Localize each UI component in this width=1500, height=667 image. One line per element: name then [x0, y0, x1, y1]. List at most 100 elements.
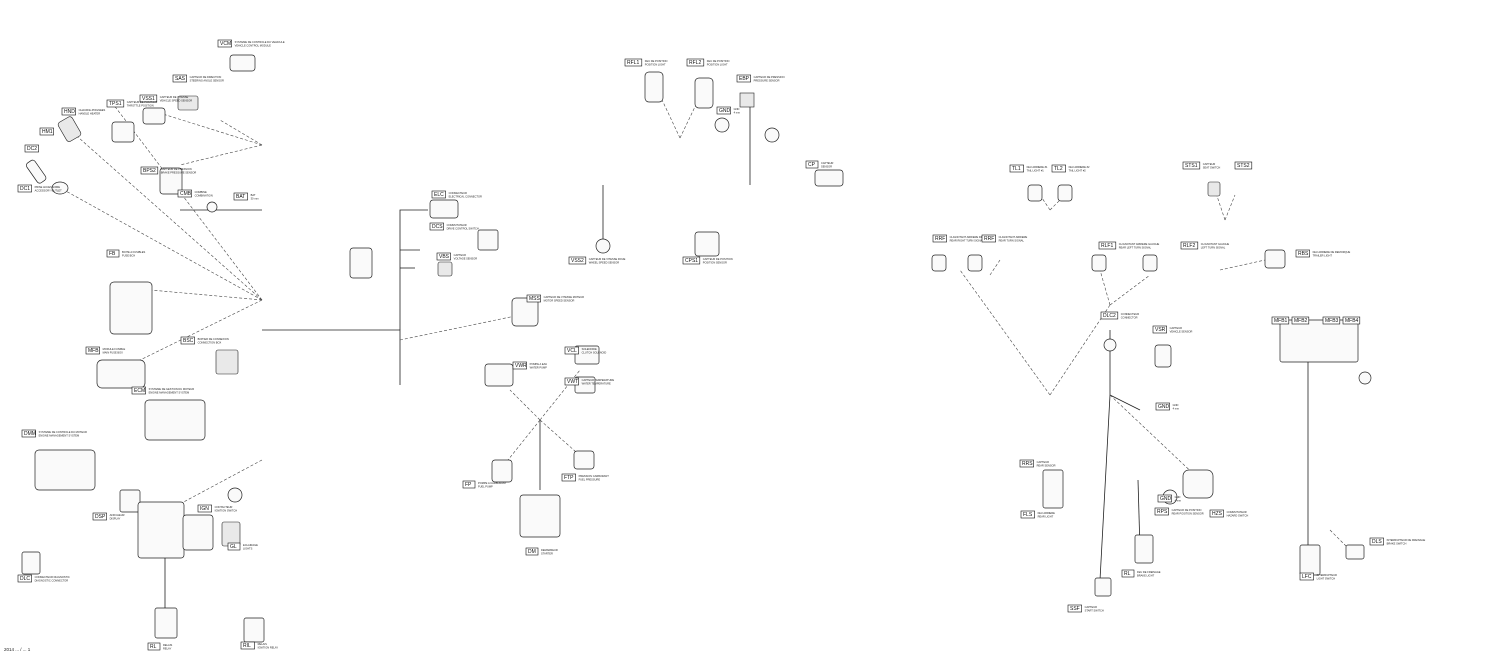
component-code-box	[197, 504, 212, 513]
component-code: GND	[1160, 496, 1172, 502]
component-caption: 4 mm	[734, 110, 740, 114]
component-code: SSF	[1070, 606, 1080, 612]
component-code: RBS	[1298, 251, 1309, 257]
component-code-box	[24, 144, 39, 153]
component-caption: CAPTEUR DE PRESSION	[161, 167, 192, 171]
component-caption: REAR LEFT TURN SIGNAL	[1119, 245, 1152, 249]
component-caption: HAZARD SWITCH	[1227, 513, 1249, 517]
component-code: MFB1	[1274, 318, 1288, 324]
component-caption: CAPTEUR DE POSITION	[703, 257, 733, 261]
component-code-box	[1020, 510, 1035, 519]
center-harness	[484, 71, 844, 538]
component-caption: STARTER	[541, 551, 553, 555]
component-sts2: STS2	[1234, 161, 1253, 170]
component-dc2: DC2	[24, 144, 39, 153]
component-code-box	[1154, 507, 1169, 516]
component-caption: COMMUTATEUR	[1227, 510, 1247, 514]
component-code-box	[462, 480, 476, 489]
component-caption: CLIGNOTANT ARRIERE DROIT	[950, 235, 988, 239]
component-caption: REAR RIGHT TURN SIGNAL	[950, 238, 985, 242]
component-caption: COMBINE	[195, 190, 207, 194]
component-caption: SYSTEME DE CONTROLE DU MOTEUR	[39, 430, 87, 434]
component-caption: ENGINE MANAGEMENT SYSTEM	[149, 390, 190, 394]
component-caption: SOLENOIDE	[582, 347, 597, 351]
component-code: BSC	[183, 338, 194, 344]
component-caption: POMPE A CARBURANT	[478, 481, 507, 485]
component-code: MFB3	[1325, 318, 1339, 324]
component-code: DM	[528, 549, 536, 555]
component-caption: REAR TURN SIGNAL	[999, 238, 1025, 242]
component-code-box	[17, 184, 32, 193]
component-code-box	[561, 473, 576, 482]
component-caption: BRAKE LIGHT	[1137, 573, 1155, 577]
component-code: RRF	[984, 236, 994, 242]
component-caption: SEAT SWITCH	[1203, 165, 1221, 169]
component-code-box	[716, 106, 731, 115]
component-code: DLC2	[1103, 313, 1116, 319]
component-caption: ENGINE MANAGEMENT SYSTEM	[39, 433, 80, 437]
component-caption: FEU ARRIERE #1	[1027, 165, 1048, 169]
component-caption: GND	[1173, 403, 1179, 407]
component-code-box	[1019, 459, 1034, 468]
component-caption: POSITION SENSOR	[703, 260, 727, 264]
component-code: RLF2	[1183, 243, 1195, 249]
component-code-box	[431, 190, 446, 199]
component-caption: 4 mm	[1175, 498, 1181, 502]
component-code-box	[981, 234, 996, 243]
component-caption: CAPTEUR	[1170, 326, 1183, 330]
component-code: HM1	[42, 129, 53, 135]
component-caption: CAPTEUR DE POSITION	[1172, 508, 1202, 512]
component-caption: CAPTEUR	[1203, 162, 1216, 166]
component-caption: CAPTEUR	[1085, 605, 1098, 609]
component-code-box	[1009, 164, 1024, 173]
component-caption: VEHICLE SPEED SENSOR	[160, 98, 192, 102]
component-code: RLF1	[1101, 243, 1113, 249]
component-code-box	[1209, 509, 1224, 518]
component-caption: CONNECTEUR	[1121, 312, 1139, 316]
component-caption: CAPTEUR TEMPERATURE	[582, 378, 615, 382]
component-mfb1: MFB1	[1271, 316, 1290, 325]
component-caption: FEU ARRIERE #2	[1069, 165, 1090, 169]
component-caption: COMMUTATEUR	[447, 223, 467, 227]
component-caption: DIAGNOSTIC CONNECTOR	[35, 578, 69, 582]
component-caption: START SWITCH	[1085, 608, 1104, 612]
component-code-box	[1051, 164, 1066, 173]
component-caption: VEHICLE CONTROL MODULE	[235, 43, 271, 47]
component-code: DMM	[24, 431, 36, 437]
component-caption: RELAIS	[258, 642, 267, 646]
component-code-box	[21, 429, 36, 438]
component-code: RIL	[243, 643, 251, 649]
component-caption: ECLAIRAGE	[243, 543, 258, 547]
component-caption: CAPTEUR DE VITESSE ROUE	[589, 257, 626, 261]
component-code-box	[1155, 402, 1170, 411]
component-code: TL1	[1012, 166, 1021, 172]
component-code-box	[736, 74, 751, 83]
component-code: CPS1	[685, 258, 698, 264]
component-code: FTP	[564, 475, 574, 481]
component-code: ELC	[434, 192, 444, 198]
component-caption: VEHICLE SENSOR	[1170, 329, 1193, 333]
component-caption: LIGHTS	[243, 546, 253, 550]
component-code: GL	[230, 544, 237, 550]
component-caption: INTERRUPTEUR DE FREINAGE	[1387, 538, 1426, 542]
footer-reference: 2014 ... / ... 1	[4, 647, 31, 652]
